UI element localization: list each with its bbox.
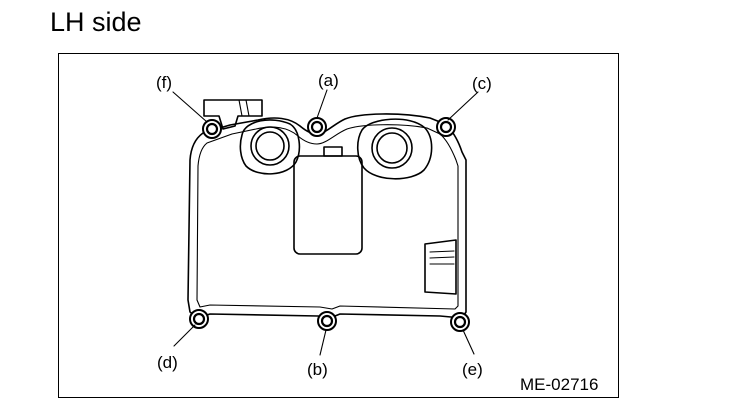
leader-line-c: [447, 91, 479, 121]
right-lower-panel: [424, 239, 457, 295]
bolt-d: [189, 309, 209, 329]
leader-line-a: [316, 89, 328, 119]
bolt-b: [317, 311, 337, 331]
center-panel: [293, 146, 363, 255]
callout-label-e: (e): [462, 360, 483, 379]
connector-divider: [238, 99, 243, 117]
bolt-f: [202, 119, 222, 139]
callout-label-c: (c): [472, 74, 492, 93]
leader-line-b: [319, 329, 327, 356]
leader-line-d: [173, 324, 196, 347]
spark-plug-boss-left: [239, 119, 301, 175]
leader-line-e: [462, 329, 475, 355]
callout-label-f: (f): [156, 73, 172, 92]
top-connector: [203, 99, 263, 130]
cover-inner-outline: [196, 124, 459, 310]
spark-plug-boss-right: [356, 118, 433, 180]
bolt-c: [436, 117, 456, 137]
bolt-e: [450, 312, 470, 332]
bolt-a: [307, 117, 327, 137]
callout-label-b: (b): [307, 360, 328, 379]
callout-label-a: (a): [318, 71, 339, 90]
figure-code: ME-02716: [520, 375, 598, 394]
callout-label-d: (d): [157, 353, 178, 372]
figure-frame: [58, 53, 619, 398]
connector-divider-2: [245, 99, 250, 117]
page-title: LH side: [50, 7, 142, 37]
leader-line-f: [172, 91, 208, 123]
